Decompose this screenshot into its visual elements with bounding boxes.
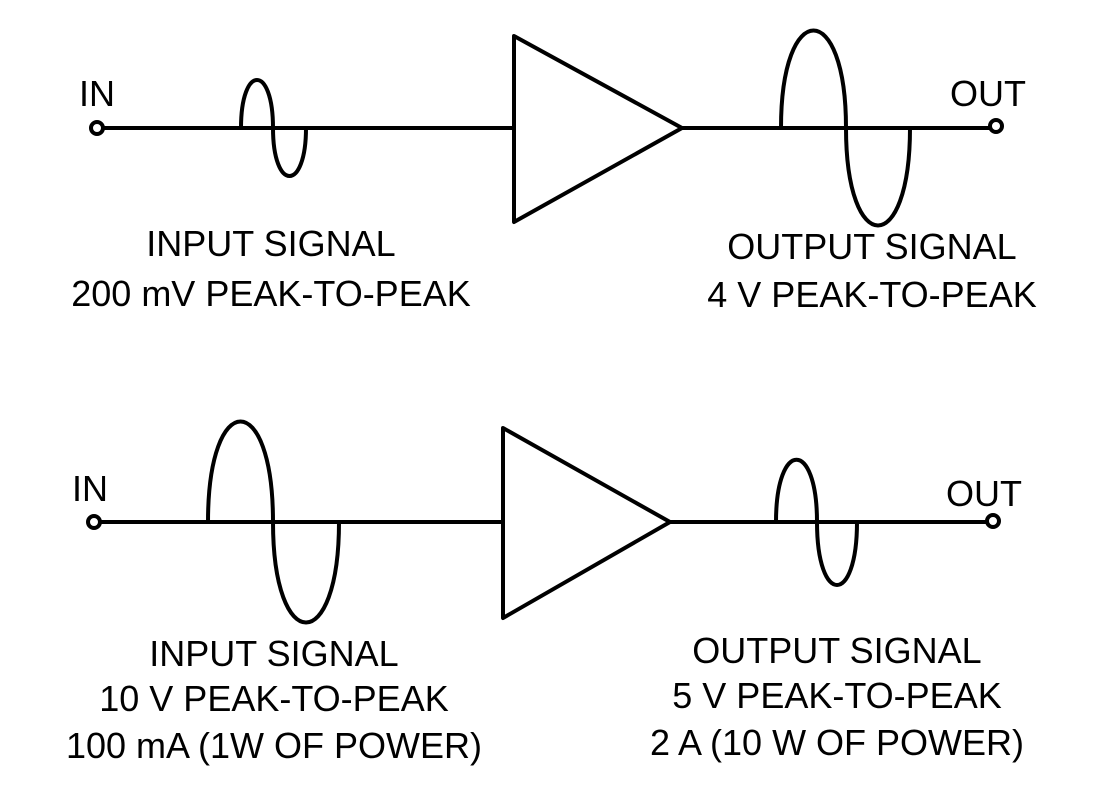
bottom-input-waveform	[206, 419, 341, 625]
bottom-out-label: OUT	[946, 473, 1022, 514]
top-in-label: IN	[79, 73, 115, 114]
top-output-terminal	[988, 118, 1004, 134]
bottom-output-terminal	[985, 513, 1001, 529]
bottom-input-caption-line1: INPUT SIGNAL	[149, 633, 398, 674]
top-input-waveform	[239, 78, 308, 178]
top-out-label: OUT	[950, 73, 1026, 114]
top-output-caption-line2: 4 V PEAK-TO-PEAK	[707, 274, 1036, 315]
top-output-waveform	[779, 28, 912, 228]
bottom-amplifier-triangle	[501, 426, 672, 620]
top-output-caption-line1: OUTPUT SIGNAL	[727, 226, 1016, 267]
top-input-caption-line2: 200 mV PEAK-TO-PEAK	[71, 273, 470, 314]
bottom-output-caption-line2: 5 V PEAK-TO-PEAK	[672, 675, 1001, 716]
bottom-stage	[86, 419, 1001, 625]
bottom-input-caption-line3: 100 mA (1W OF POWER)	[66, 725, 482, 766]
bottom-output-caption-line3: 2 A (10 W OF POWER)	[650, 722, 1024, 763]
top-input-caption-line1: INPUT SIGNAL	[146, 223, 395, 264]
top-amplifier-triangle	[512, 34, 684, 224]
bottom-in-label: IN	[72, 468, 108, 509]
top-stage	[89, 28, 1004, 228]
bottom-output-caption-line1: OUTPUT SIGNAL	[692, 630, 981, 671]
bottom-input-caption-line2: 10 V PEAK-TO-PEAK	[99, 678, 448, 719]
bottom-output-waveform	[774, 458, 859, 587]
